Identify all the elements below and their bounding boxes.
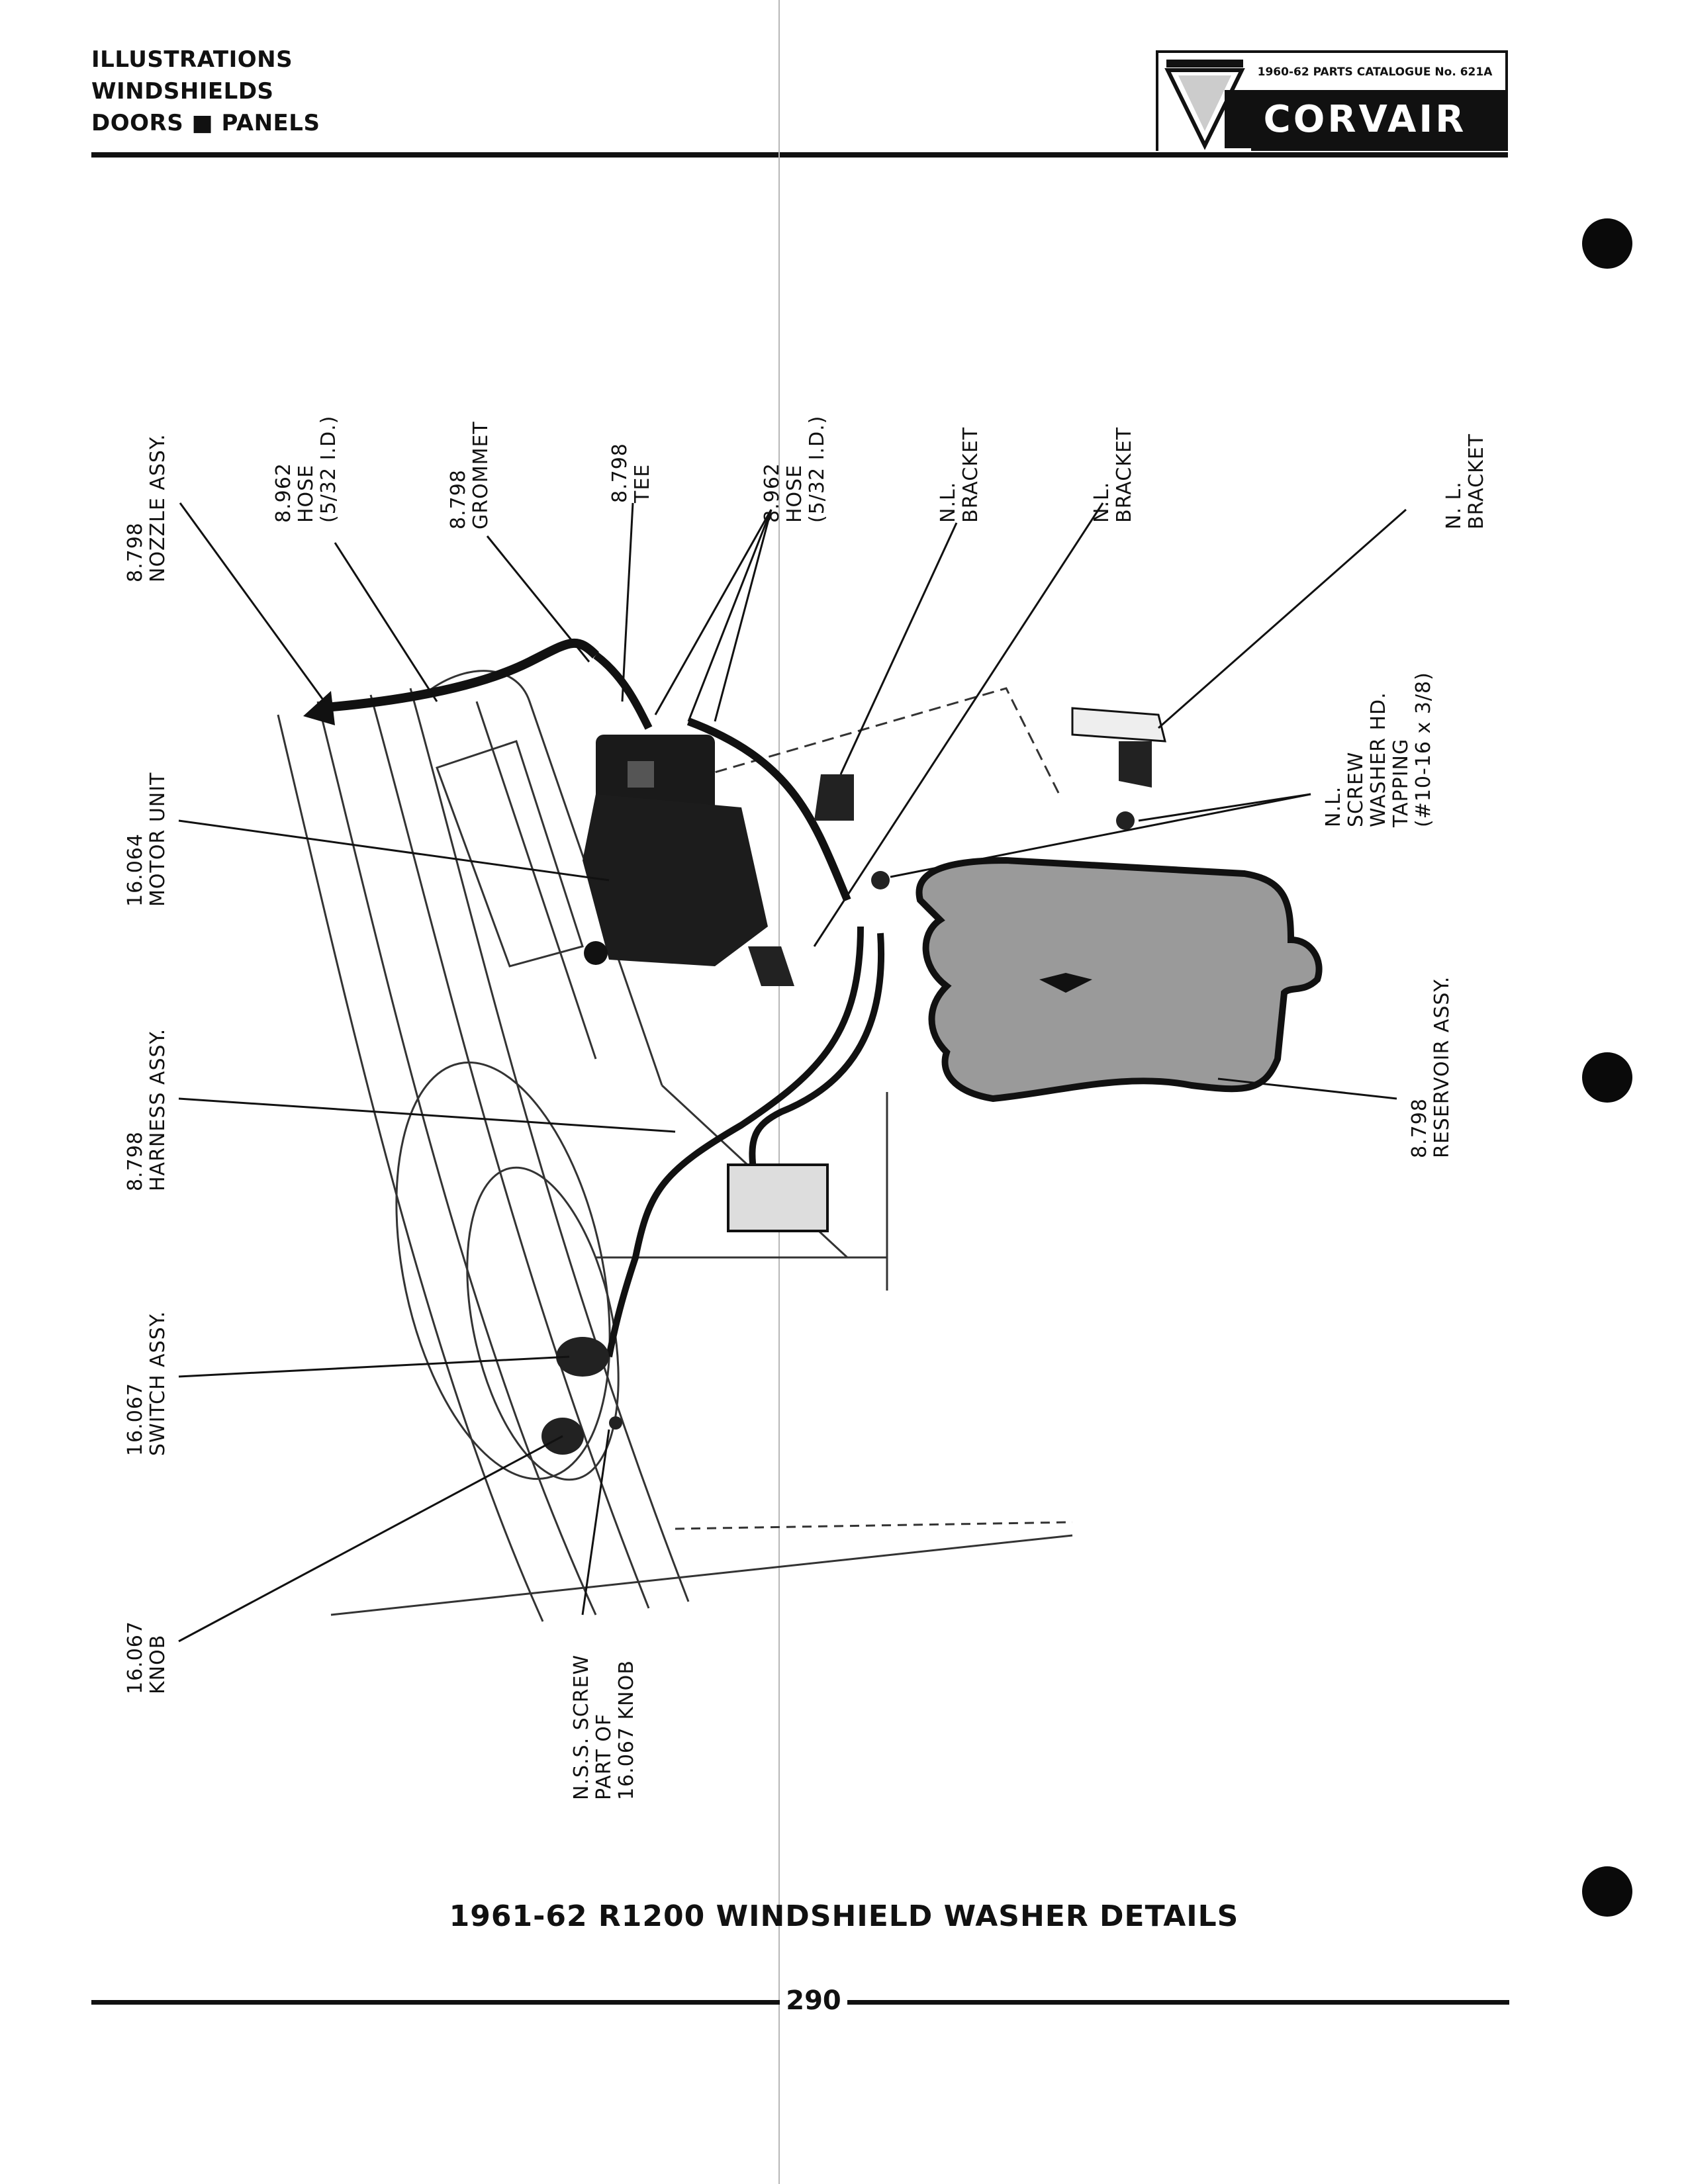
catalog-number: 1960-62 PARTS CATALOGUE No. 621A (1257, 66, 1493, 79)
heading-line-windshields: WINDSHIELDS (91, 78, 274, 105)
callout-hose-1: 8.962 HOSE (5/32 I.D.) (272, 415, 340, 523)
nozzle-assembly (303, 638, 599, 725)
part-name: HOSE (783, 464, 806, 523)
binder-hole-middle (1582, 1052, 1632, 1103)
heading-line-doors-panels: DOORS ■ PANELS (91, 110, 320, 136)
part-number: 8.798 (608, 443, 632, 503)
section-heading: ILLUSTRATIONS WINDSHIELDS DOORS ■ PANELS (91, 44, 320, 139)
callout-nozzle-assy: 8.798 NOZZLE ASSY. (124, 433, 169, 582)
part-name: BRACKET (1113, 426, 1136, 523)
connector-block (727, 1163, 829, 1232)
callout-reservoir-assy: 8.798 RESERVOIR ASSY. (1408, 976, 1454, 1158)
part-spec: (5/32 I.D.) (317, 415, 340, 523)
brand-name: CORVAIR (1263, 97, 1467, 141)
heading-line-illustrations: ILLUSTRATIONS (91, 46, 293, 73)
callout-bracket-1: N.L. BRACKET (937, 427, 982, 523)
motor-unit (583, 735, 768, 966)
callout-hose-2: 8.962 HOSE (5/32 I.D.) (761, 416, 829, 523)
nss-line-1: N.S.S. SCREW (570, 1654, 593, 1800)
part-name: KNOB (146, 1634, 169, 1694)
part-number: 8.798 (447, 469, 470, 529)
nss-line-2: PART OF (592, 1713, 616, 1800)
figure-caption: 1961-62 R1200 WINDSHIELD WASHER DETAILS (449, 1899, 1239, 1933)
callout-nss-screw: N.S.S. SCREW PART OF 16.067 KNOB (570, 1654, 638, 1800)
callout-harness-assy: 8.798 HARNESS ASSY. (124, 1028, 169, 1191)
corvair-catalog-logo: 1960-62 PARTS CATALOGUE No. 621A CORVAIR (1156, 50, 1508, 151)
part-number: 16.067 (124, 1383, 147, 1456)
binder-hole-bottom (1582, 1866, 1632, 1917)
bracket-2 (748, 946, 794, 986)
nss-line-3: 16.067 KNOB (615, 1660, 638, 1800)
page-fold-line (778, 0, 780, 2184)
callout-screw: N.L. SCREW WASHER HD. TAPPING (#10-16 x … (1322, 672, 1435, 827)
callout-grommet: 8.798 GROMMET (447, 421, 492, 529)
part-number: N.L. (937, 481, 960, 523)
part-name: BRACKET (959, 426, 982, 523)
screw-line-2: SCREW (1344, 751, 1368, 827)
screw-2 (1116, 811, 1135, 830)
callout-bracket-3: N. L. BRACKET (1442, 433, 1488, 529)
bracket-1 (814, 774, 854, 821)
part-spec: (5/32 I.D.) (806, 415, 829, 523)
brand-bar (1225, 90, 1505, 148)
part-name: TEE (631, 463, 654, 503)
nss-screw (609, 1416, 622, 1430)
callout-motor-unit: 16.064 MOTOR UNIT (124, 772, 169, 907)
harness-wire-2 (749, 933, 885, 1179)
screw-line-5: (#10-16 x 3/8) (1412, 672, 1435, 827)
part-number: 8.962 (761, 463, 784, 523)
part-number: 8.798 (124, 522, 147, 582)
hose-to-reservoir (686, 717, 851, 902)
part-name: BRACKET (1465, 433, 1488, 529)
part-number: 8.962 (272, 463, 295, 523)
switch-assembly (556, 1337, 609, 1377)
callout-switch-assy: 16.067 SWITCH ASSY. (124, 1310, 169, 1456)
screw-line-1: N.L. (1322, 786, 1345, 827)
page-number: 290 (786, 1985, 841, 2016)
part-number: 16.067 (124, 1621, 147, 1694)
hose-to-tee (593, 652, 653, 730)
footer-rule-right (847, 2000, 1509, 2005)
part-name: HARNESS ASSY. (146, 1028, 169, 1191)
part-number: N. L. (1442, 481, 1466, 529)
bracket-3 (1071, 707, 1166, 743)
footer-rule-left (91, 2000, 780, 2005)
part-number: 8.798 (124, 1131, 147, 1191)
callout-bracket-2: N.L. BRACKET (1090, 426, 1136, 523)
part-name: HOSE (295, 464, 318, 523)
part-number: N.L. (1090, 481, 1113, 523)
callout-tee: 8.798 TEE (608, 443, 654, 503)
harness-wire (606, 926, 864, 1357)
callout-knob: 16.067 KNOB (124, 1621, 169, 1694)
screw-line-3: WASHER HD. (1367, 692, 1390, 827)
part-name: SWITCH ASSY. (146, 1310, 169, 1456)
leader-lines (178, 502, 1407, 1643)
part-name: MOTOR UNIT (146, 772, 169, 907)
screw-1 (871, 871, 890, 889)
reservoir-assembly (915, 856, 1323, 1103)
part-number: 16.064 (124, 833, 147, 907)
binder-hole-top (1582, 218, 1632, 269)
part-number: 8.798 (1408, 1098, 1431, 1158)
screw-line-4: TAPPING (1389, 738, 1413, 827)
part-name: GROMMET (469, 421, 492, 529)
part-name: NOZZLE ASSY. (146, 433, 169, 582)
bracket-3-clip (1119, 741, 1152, 788)
header-rule (91, 152, 1508, 158)
part-name: RESERVOIR ASSY. (1430, 976, 1454, 1158)
